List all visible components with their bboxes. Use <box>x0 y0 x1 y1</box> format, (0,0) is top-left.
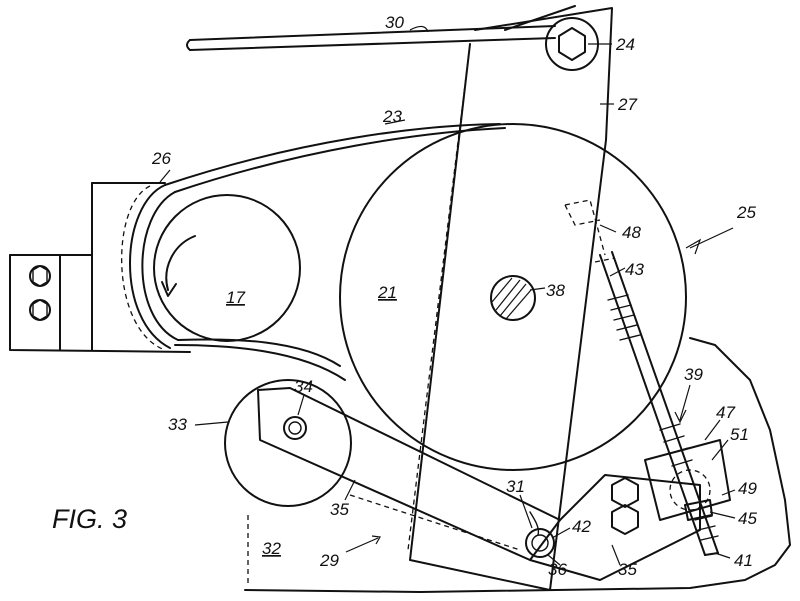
label-23: 23 <box>382 107 402 126</box>
label-35a: 35 <box>330 500 349 519</box>
label-30: 30 <box>385 13 404 32</box>
label-38: 38 <box>546 281 565 300</box>
bracket-26 <box>9 182 191 353</box>
belt-23 <box>129 123 506 381</box>
label-39: 39 <box>684 365 703 384</box>
threaded-rod-39 <box>564 199 719 556</box>
label-31: 31 <box>506 477 525 496</box>
label-21: 21 <box>377 283 397 302</box>
roller-33 <box>224 379 352 507</box>
arm-bolts <box>611 477 639 535</box>
label-35b: 35 <box>618 560 637 579</box>
label-27: 27 <box>617 95 637 114</box>
label-24: 24 <box>615 35 635 54</box>
label-26: 26 <box>151 149 171 168</box>
rod-30 <box>186 5 576 51</box>
pulley-17 <box>153 194 301 342</box>
wheel-21 <box>339 123 687 471</box>
label-33: 33 <box>168 415 187 434</box>
shaft-38 <box>490 275 536 321</box>
label-45: 45 <box>738 509 757 528</box>
lever-plate-27 <box>407 7 613 591</box>
label-42: 42 <box>572 517 591 536</box>
label-48: 48 <box>622 223 641 242</box>
label-41: 41 <box>734 551 753 570</box>
pivot-pin-36 <box>525 511 555 558</box>
label-25: 25 <box>736 203 756 222</box>
label-17: 17 <box>226 288 245 307</box>
label-51: 51 <box>730 425 749 444</box>
label-43: 43 <box>625 260 644 279</box>
label-49: 49 <box>738 479 757 498</box>
housing-outline <box>244 337 791 593</box>
label-47: 47 <box>716 403 735 422</box>
label-34: 34 <box>294 377 313 396</box>
label-36: 36 <box>548 560 567 579</box>
figure-title: FIG. 3 <box>52 504 127 534</box>
label-32: 32 <box>262 539 281 558</box>
label-29: 29 <box>319 551 339 570</box>
leader-lines <box>159 25 736 566</box>
